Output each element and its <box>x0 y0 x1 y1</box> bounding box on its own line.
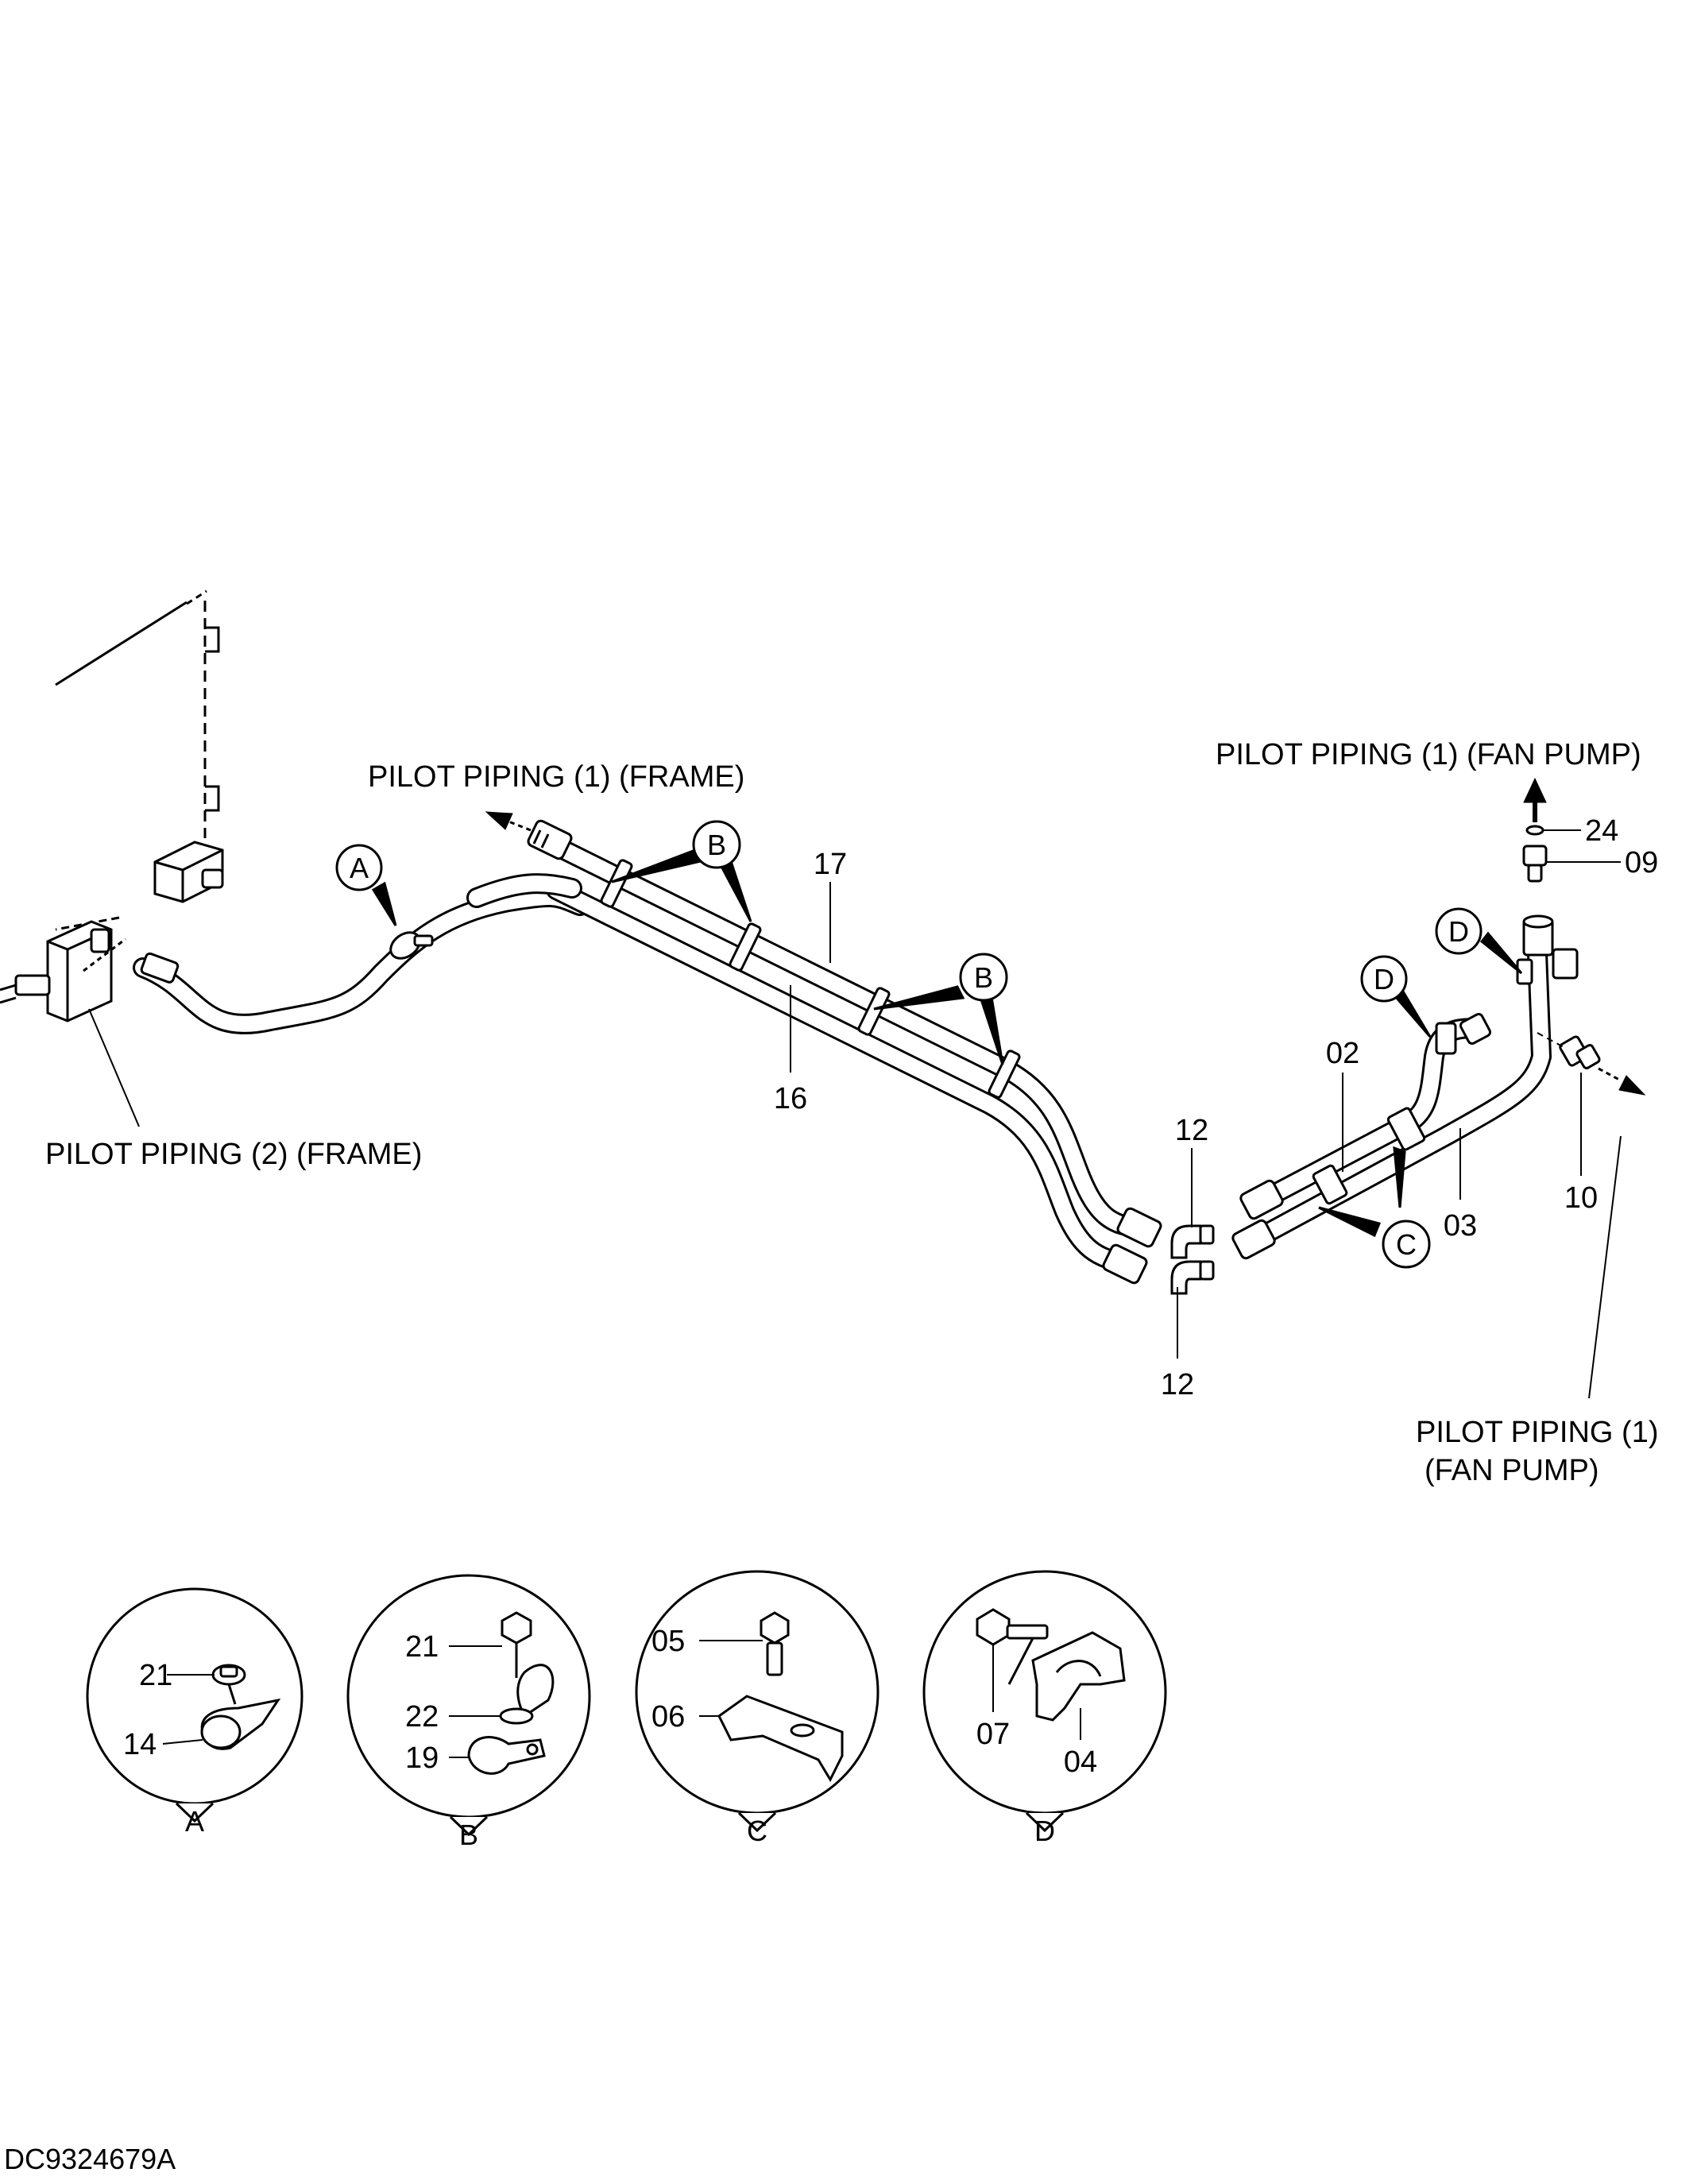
detail-b-part-3: 19 <box>405 1741 439 1775</box>
ref-09: 09 <box>1625 846 1658 879</box>
fitting-10 <box>1537 1032 1601 1176</box>
ref-12-top: 12 <box>1175 1114 1208 1147</box>
callout-b-1: B <box>692 820 741 869</box>
leader-lines <box>790 882 1622 1399</box>
detail-b-letter: B <box>459 1819 478 1851</box>
main-hoses <box>466 836 1154 1274</box>
svg-text:A: A <box>350 852 369 884</box>
detail-a-letter: A <box>185 1805 204 1838</box>
hose-end-fittings <box>527 819 1162 1285</box>
ref-10: 10 <box>1564 1181 1598 1215</box>
ref-17: 17 <box>814 848 847 881</box>
detail-d: 07 04 D <box>922 1570 1167 1847</box>
detail-a: 21 14 A <box>86 1587 303 1838</box>
callout-d-2: D <box>1435 907 1483 955</box>
detail-c: 05 06 C <box>635 1570 879 1847</box>
hose-left <box>133 886 590 1034</box>
detail-a-part-1: 21 <box>139 1659 172 1692</box>
detail-d-part-1: 07 <box>976 1718 1010 1751</box>
detail-d-part-2: 04 <box>1064 1745 1097 1779</box>
right-pipe-fittings <box>1231 914 1554 1260</box>
flow-arrows <box>485 777 1646 1096</box>
ref-24: 24 <box>1585 814 1618 848</box>
ref-12-bottom: 12 <box>1161 1368 1194 1401</box>
svg-text:D: D <box>1448 915 1469 948</box>
svg-text:B: B <box>974 961 993 994</box>
svg-text:D: D <box>1374 963 1394 995</box>
detail-c-letter: C <box>747 1815 767 1847</box>
detail-b-part-1: 21 <box>405 1630 439 1664</box>
callout-a: A <box>335 844 383 891</box>
ref-16: 16 <box>774 1082 807 1115</box>
detail-c-part-2: 06 <box>651 1700 685 1734</box>
label-pilot-fan-bottom-1: PILOT PIPING (1) <box>1416 1416 1658 1449</box>
document-id: DC9324679A <box>4 2143 176 2175</box>
detail-c-part-1: 05 <box>651 1625 685 1658</box>
detail-b: 21 22 19 B <box>346 1574 591 1851</box>
svg-text:B: B <box>707 829 726 861</box>
valve-block-upper <box>153 841 224 903</box>
fittings-24-09 <box>1522 825 1621 883</box>
detail-d-letter: D <box>1034 1815 1055 1847</box>
label-pilot-frame-2: PILOT PIPING (2) (FRAME) <box>45 1138 422 1171</box>
svg-text:C: C <box>1396 1228 1417 1261</box>
callout-c: C <box>1382 1220 1431 1269</box>
callout-pointers <box>371 848 1523 1238</box>
detail-b-part-2: 22 <box>405 1700 439 1734</box>
hose-left-fitting <box>140 952 180 984</box>
leader-pilot-frame-2 <box>88 1008 140 1127</box>
right-pipes <box>1245 943 1552 1250</box>
ref-03: 03 <box>1444 1209 1477 1243</box>
label-pilot-fan-top: PILOT PIPING (1) (FAN PUMP) <box>1216 738 1641 771</box>
valve-block-lower <box>0 920 126 1022</box>
label-pilot-fan-bottom-2: (FAN PUMP) <box>1425 1454 1599 1487</box>
right-pipe-clamps-d <box>1435 948 1579 1055</box>
callout-b-2: B <box>959 953 1008 1002</box>
hose-clamps-b <box>600 859 1021 1099</box>
elbow-fittings-12 <box>1170 1224 1215 1295</box>
ref-02: 02 <box>1326 1037 1359 1070</box>
clamp-a-part <box>389 931 434 960</box>
callout-d-1: D <box>1360 955 1408 1003</box>
detail-a-part-2: 14 <box>123 1728 157 1761</box>
label-pilot-frame-1: PILOT PIPING (1) (FRAME) <box>368 760 744 794</box>
